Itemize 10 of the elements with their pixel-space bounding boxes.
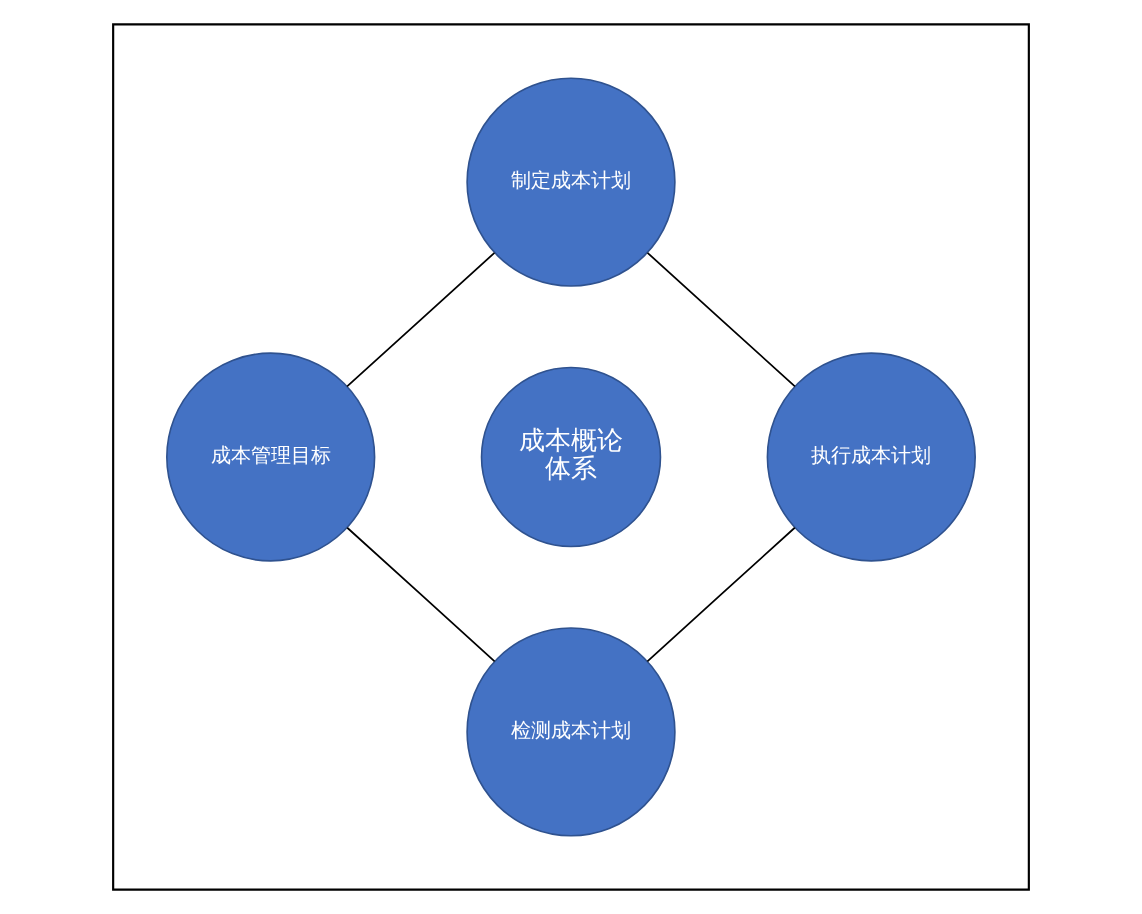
connector <box>346 526 496 663</box>
node-circle: 成本管理目标 <box>166 352 376 562</box>
node-circle: 检测成本计划 <box>466 627 676 837</box>
connector <box>346 251 496 388</box>
connector <box>646 526 796 663</box>
node-circle: 执行成本计划 <box>766 352 976 562</box>
node-circle: 成本概论 体系 <box>480 366 662 548</box>
connector <box>646 251 796 388</box>
node-circle: 制定成本计划 <box>466 77 676 287</box>
cluster <box>112 23 1030 891</box>
